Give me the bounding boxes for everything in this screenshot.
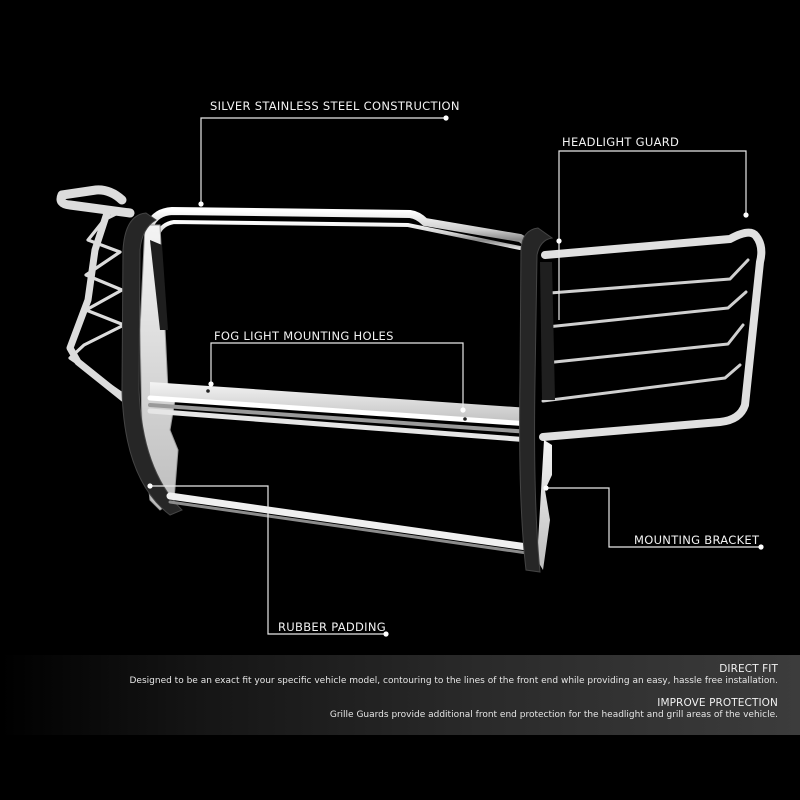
right-mounting-bracket — [537, 440, 552, 570]
fog-light-crossbar — [147, 382, 533, 443]
callout-line-fog — [210, 342, 464, 410]
callout-line-headlight — [558, 150, 747, 320]
feature-title: IMPROVE PROTECTION — [657, 697, 778, 709]
feature-description: Designed to be an exact fit your specifi… — [129, 675, 779, 686]
callout-line-construction — [200, 117, 446, 204]
left-upright-plate — [139, 224, 179, 511]
top-hoop — [146, 206, 532, 256]
feature-improve-protection: IMPROVE PROTECTION Grille Guards provide… — [329, 697, 778, 721]
callout-line-padding — [150, 485, 386, 635]
bottom-bar — [166, 492, 531, 555]
feature-title: DIRECT FIT — [719, 663, 778, 675]
callout-label-rubber-padding: RUBBER PADDING — [278, 620, 386, 634]
callout-line-bracket — [546, 487, 761, 548]
right-headlight-guard — [539, 228, 766, 441]
feature-direct-fit: DIRECT FIT Designed to be an exact fit y… — [129, 663, 779, 687]
left-headlight-guard — [56, 185, 135, 406]
feature-description: Grille Guards provide additional front e… — [329, 709, 778, 720]
callout-dots — [147, 115, 764, 637]
callout-label-construction: SILVER STAINLESS STEEL CONSTRUCTION — [210, 99, 460, 113]
callout-label-mounting-bracket: MOUNTING BRACKET — [634, 533, 760, 547]
callout-lines — [150, 117, 761, 635]
callout-label-headlight-guard: HEADLIGHT GUARD — [562, 135, 680, 149]
right-rubber-padding — [519, 227, 554, 573]
left-rubber-padding — [121, 212, 183, 516]
feature-info-band: DIRECT FIT Designed to be an exact fit y… — [0, 655, 800, 735]
callout-label-fog-light-holes: FOG LIGHT MOUNTING HOLES — [214, 329, 394, 343]
left-inner-rubber — [150, 240, 168, 330]
